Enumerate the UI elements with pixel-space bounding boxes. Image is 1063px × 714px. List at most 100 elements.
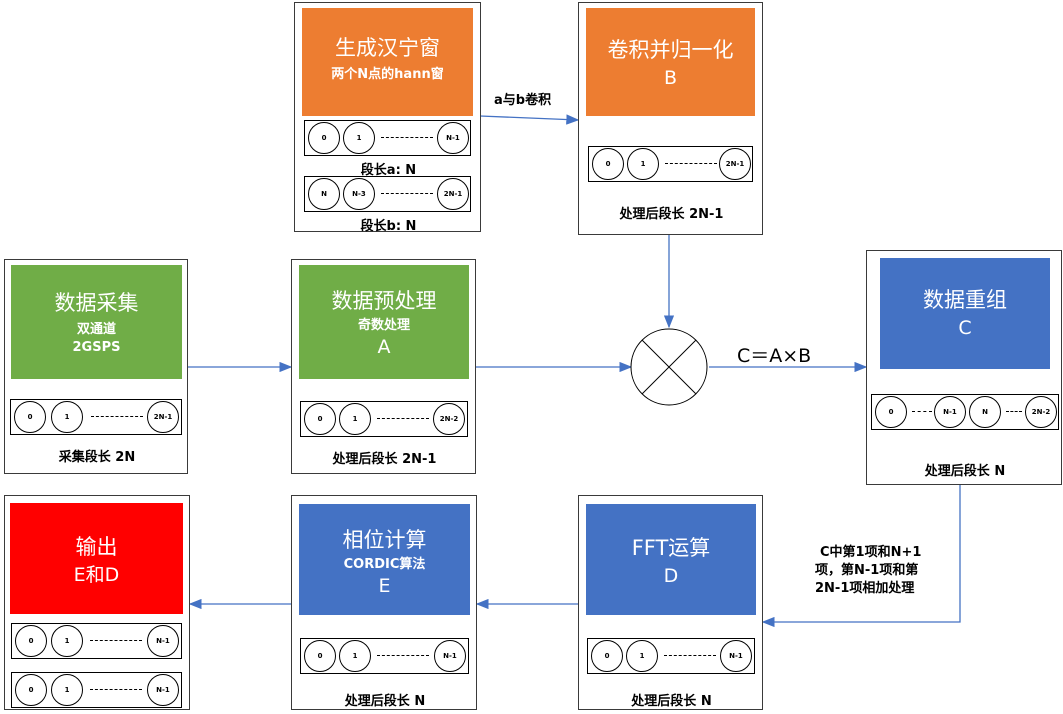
cell: N-1 xyxy=(934,396,966,428)
ellipsis xyxy=(90,640,142,641)
output-sequence-2: 0 1 N-1 xyxy=(11,672,182,708)
cell: N-3 xyxy=(343,178,375,210)
cell: 1 xyxy=(339,640,371,672)
cell: 0 xyxy=(14,401,46,433)
cell: 0 xyxy=(304,640,336,672)
cell: 1 xyxy=(51,674,83,706)
cell: 1 xyxy=(343,122,375,154)
cell: N-1 xyxy=(720,640,752,672)
sequence: 0 1 N-1 xyxy=(300,638,469,674)
reorganization-block: 数据重组 C 0 N-1 N 2N-2 处理后段长 N xyxy=(866,250,1062,485)
cell: N xyxy=(308,178,340,210)
phase-block: 相位计算 CORDIC算法 E 0 1 N-1 处理后段长 N xyxy=(291,495,477,710)
ellipsis xyxy=(912,411,932,412)
cell: 0 xyxy=(591,640,623,672)
cell: 0 xyxy=(592,148,624,180)
acquisition-rate: 2GSPS xyxy=(72,340,121,355)
fft-caption: 处理后段长 N xyxy=(631,694,712,709)
arrow-hann-to-conv xyxy=(479,114,580,125)
cell: N xyxy=(969,396,1001,428)
reorganization-panel: 数据重组 C xyxy=(880,258,1050,369)
preprocessing-subtitle: 奇数处理 xyxy=(357,318,410,333)
output-block: 输出 E和D 0 1 N-1 0 1 N-1 xyxy=(4,495,190,710)
sequence: 0 1 N-1 xyxy=(587,638,755,674)
combine-note-line3: 2N-1项相加处理 xyxy=(815,581,915,596)
cell: 0 xyxy=(875,396,907,428)
cell: 2N-1 xyxy=(437,178,469,210)
preprocessing-caption: 处理后段长 2N-1 xyxy=(332,452,437,467)
ellipsis xyxy=(1006,411,1022,412)
acquisition-panel: 数据采集 双通道 2GSPS xyxy=(11,265,182,379)
cell: 0 xyxy=(15,625,47,657)
preprocessing-letter: A xyxy=(377,336,391,358)
output-letters: E和D xyxy=(73,564,120,586)
preprocessing-block: 数据预处理 奇数处理 A 0 1 2N-2 处理后段长 2N-1 xyxy=(291,259,476,474)
reorganization-title: 数据重组 xyxy=(923,288,1007,312)
sequence: 0 1 2N-2 xyxy=(300,401,468,437)
acquisition-caption: 采集段长 2N xyxy=(58,450,136,465)
acquisition-block: 数据采集 双通道 2GSPS 0 1 2N-1 采集段长 2N xyxy=(4,259,188,474)
cell: 0 xyxy=(308,122,340,154)
combine-note-line1: C中第1项和N+1 xyxy=(820,545,922,560)
phase-letter: E xyxy=(378,575,391,597)
convolution-arrow-label: a与b卷积 xyxy=(494,93,552,108)
sequence: 0 1 2N-1 xyxy=(10,399,182,435)
convolution-panel: 卷积并归一化 B xyxy=(586,8,755,116)
reorganization-caption: 处理后段长 N xyxy=(924,464,1006,479)
hann-window-title: 生成汉宁窗 xyxy=(335,36,440,60)
ellipsis xyxy=(377,418,429,419)
fft-letter: D xyxy=(663,565,679,587)
multiply-label: C＝A×B xyxy=(737,345,812,367)
cell: N-1 xyxy=(147,625,179,657)
output-title: 输出 xyxy=(75,535,118,559)
hann-window-panel: 生成汉宁窗 两个N点的hann窗 xyxy=(302,8,473,116)
cell: 2N-2 xyxy=(1025,396,1057,428)
arrow-reorg-to-fft xyxy=(761,485,961,628)
cell: 0 xyxy=(304,403,336,435)
cell: 1 xyxy=(339,403,371,435)
ellipsis xyxy=(664,655,716,656)
cell: N-1 xyxy=(147,674,179,706)
sequence: 0 N-1 N 2N-2 xyxy=(871,394,1059,430)
phase-panel: 相位计算 CORDIC算法 E xyxy=(299,504,470,615)
sequence-b: N N-3 2N-1 xyxy=(304,176,471,212)
sequence-a: 0 1 N-1 xyxy=(304,120,471,156)
cell: 1 xyxy=(626,640,658,672)
fft-block: FFT运算 D 0 1 N-1 处理后段长 N xyxy=(578,495,763,710)
preprocessing-title: 数据预处理 xyxy=(331,289,437,313)
output-sequence-1: 0 1 N-1 xyxy=(11,623,182,659)
ellipsis xyxy=(381,193,433,194)
cell: N-1 xyxy=(437,122,469,154)
cell: 0 xyxy=(15,674,47,706)
cell: 1 xyxy=(51,401,83,433)
multiplier-symbol xyxy=(630,328,708,406)
combine-note-line2: 项，第N-1项和第 xyxy=(815,563,919,578)
ellipsis xyxy=(90,689,142,690)
cell: 1 xyxy=(627,148,659,180)
fft-panel: FFT运算 D xyxy=(586,504,756,615)
cell: 2N-2 xyxy=(433,403,465,435)
phase-caption: 处理后段长 N xyxy=(344,694,426,709)
segment-a-caption: 段长a: N xyxy=(360,163,417,178)
hann-window-block: 生成汉宁窗 两个N点的hann窗 0 1 N-1 段长a: N N N-3 2N… xyxy=(294,2,481,234)
cell: 2N-1 xyxy=(147,401,179,433)
ellipsis xyxy=(377,655,429,656)
convolution-block: 卷积并归一化 B 0 1 2N-1 处理后段长 2N-1 xyxy=(578,2,763,235)
acquisition-channels: 双通道 xyxy=(76,322,116,337)
hann-window-subtitle: 两个N点的hann窗 xyxy=(331,67,444,82)
ellipsis xyxy=(91,416,143,417)
cell: 1 xyxy=(51,625,83,657)
phase-title: 相位计算 xyxy=(342,528,427,552)
preprocessing-panel: 数据预处理 奇数处理 A xyxy=(299,265,469,379)
fft-title: FFT运算 xyxy=(631,536,711,560)
segment-b-caption: 段长b: N xyxy=(360,219,417,234)
phase-subtitle: CORDIC算法 xyxy=(343,557,426,572)
output-panel: 输出 E和D xyxy=(10,503,183,614)
cell: N-1 xyxy=(434,640,466,672)
reorganization-letter: C xyxy=(958,317,972,339)
convolution-caption: 处理后段长 2N-1 xyxy=(619,207,724,222)
acquisition-title: 数据采集 xyxy=(54,291,139,315)
convolution-letter: B xyxy=(663,67,678,89)
convolution-title: 卷积并归一化 xyxy=(607,38,734,62)
cell: 2N-1 xyxy=(719,148,751,180)
